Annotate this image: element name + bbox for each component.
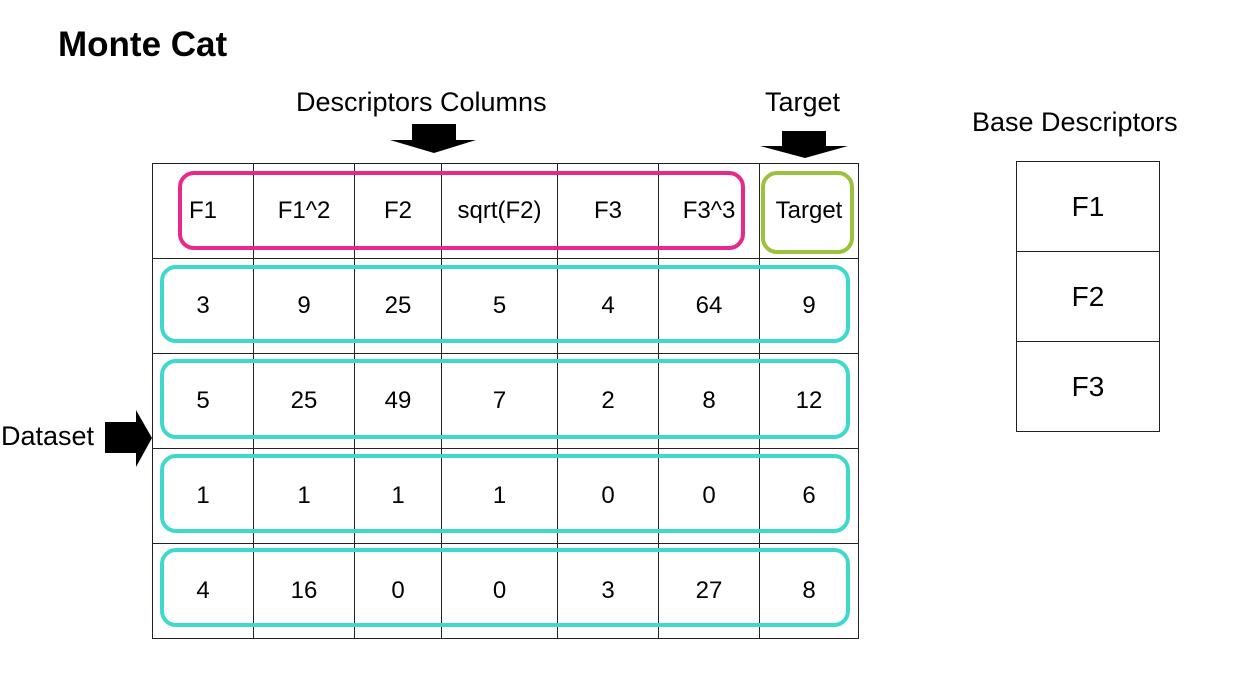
- dataset-table: F1 F1^2 F2 sqrt(F2) F3 F3^3 Target 3 9 2…: [152, 163, 859, 639]
- table-cell: 8: [759, 543, 859, 639]
- descriptors-columns-label: Descriptors Columns: [296, 87, 547, 117]
- table-row: 4 16 0 0 3 27 8: [152, 543, 859, 639]
- base-descriptor-cell: F3: [1016, 341, 1160, 432]
- table-cell: 1: [354, 448, 442, 544]
- table-cell: 3: [557, 543, 659, 639]
- base-descriptor-cell: F2: [1016, 251, 1160, 342]
- base-descriptors-table: F1 F2 F3: [1016, 161, 1160, 432]
- header-cell: F3: [557, 163, 659, 259]
- dataset-label: Dataset: [1, 421, 95, 451]
- table-cell: 27: [658, 543, 760, 639]
- header-cell: Target: [759, 163, 859, 259]
- table-cell: 49: [354, 353, 442, 449]
- table-cell: 6: [759, 448, 859, 544]
- header-cell: F1: [152, 163, 254, 259]
- table-cell: 2: [557, 353, 659, 449]
- header-cell: F1^2: [253, 163, 355, 259]
- table-cell: 64: [658, 258, 760, 354]
- table-cell: 3: [152, 258, 254, 354]
- down-arrow-icon: [760, 131, 848, 158]
- table-cell: 8: [658, 353, 760, 449]
- table-row: 3 9 25 5 4 64 9: [152, 258, 859, 354]
- page-title: Monte Cat: [58, 25, 228, 64]
- down-arrow-icon: [390, 124, 476, 153]
- base-descriptors-label: Base Descriptors: [972, 107, 1178, 137]
- table-cell: 12: [759, 353, 859, 449]
- table-cell: 4: [152, 543, 254, 639]
- header-cell: F3^3: [658, 163, 760, 259]
- base-descriptor-cell: F1: [1016, 161, 1160, 252]
- table-cell: 25: [354, 258, 442, 354]
- header-cell: sqrt(F2): [441, 163, 558, 259]
- table-cell: 1: [253, 448, 355, 544]
- table-cell: 0: [354, 543, 442, 639]
- table-row: 1 1 1 1 0 0 6: [152, 448, 859, 544]
- table-cell: 7: [441, 353, 558, 449]
- table-cell: 5: [441, 258, 558, 354]
- table-cell: 0: [557, 448, 659, 544]
- table-cell: 4: [557, 258, 659, 354]
- table-cell: 1: [441, 448, 558, 544]
- table-cell: 16: [253, 543, 355, 639]
- table-cell: 25: [253, 353, 355, 449]
- table-cell: 1: [152, 448, 254, 544]
- target-label: Target: [765, 87, 841, 117]
- table-cell: 0: [658, 448, 760, 544]
- table-row: 5 25 49 7 2 8 12: [152, 353, 859, 449]
- header-row: F1 F1^2 F2 sqrt(F2) F3 F3^3 Target: [152, 163, 859, 259]
- right-arrow-icon: [105, 410, 152, 467]
- table-cell: 9: [253, 258, 355, 354]
- table-cell: 5: [152, 353, 254, 449]
- table-cell: 0: [441, 543, 558, 639]
- header-cell: F2: [354, 163, 442, 259]
- table-cell: 9: [759, 258, 859, 354]
